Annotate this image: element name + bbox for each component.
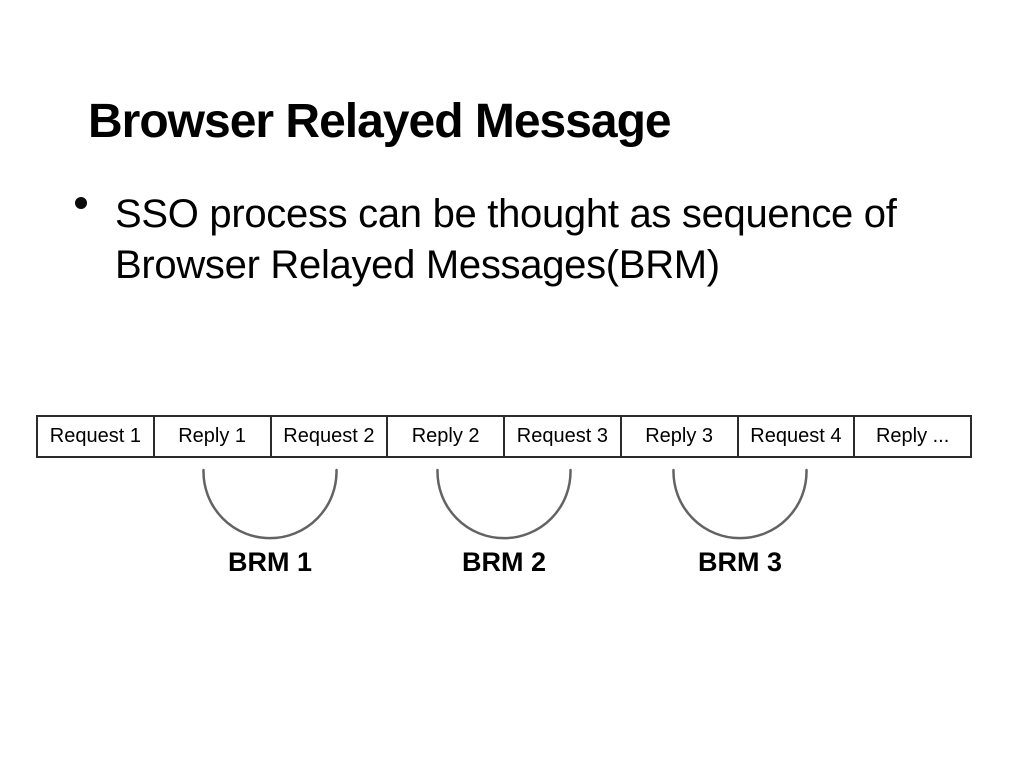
brm-label-1: BRM 1: [227, 547, 313, 577]
bullet-icon: [75, 197, 87, 209]
table-cell-reply-3: Reply 3: [622, 417, 739, 456]
brm-label-3: BRM 3: [697, 547, 783, 577]
bullet-text-line-1: SSO process can be thought as sequence o…: [115, 192, 897, 236]
brm-label-2: BRM 2: [461, 547, 547, 577]
brm-arc-1: [202, 468, 338, 540]
brm-arcs-svg: [202, 468, 808, 540]
table-cell-reply-etc: Reply ...: [875, 425, 950, 447]
brm-arc-3: [672, 468, 808, 540]
table-cell-reply-1: Reply 1: [155, 417, 272, 456]
sequence-table: Request 1 Reply 1 Request 2 Reply 2 Requ…: [36, 415, 972, 458]
table-cell-request-1: Request 1: [38, 417, 155, 456]
table-cell-reply-2: Reply 2: [388, 417, 505, 456]
page-title: Browser Relayed Message: [88, 95, 672, 148]
brm-arc-2: [436, 468, 572, 540]
table-cell-request-3: Request 3: [505, 417, 622, 456]
bullet-item: SSO process can be thought as sequence o…: [115, 189, 995, 291]
table-cell-request-2: Request 2: [272, 417, 389, 456]
bullet-text-line-2: Browser Relayed Messages(BRM): [115, 243, 720, 287]
table-cell-request-4: Request 4: [739, 417, 856, 456]
